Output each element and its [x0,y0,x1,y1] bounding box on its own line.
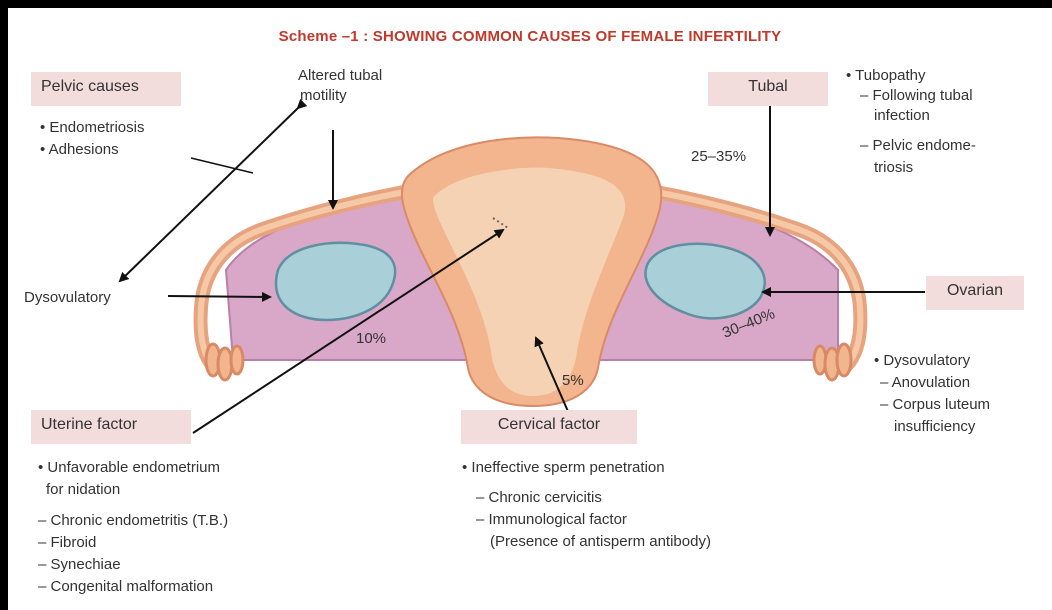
uterine-item: – Synechiae [38,555,121,575]
tubal-item: – Pelvic endome- [860,136,976,156]
diagram-frame: Scheme –1 : SHOWING COMMON CAUSES OF FEM… [8,8,1052,610]
tubal-item: triosis [874,158,913,178]
altered-tubal-label: Altered tubal [298,66,382,86]
ovarian-item: insufficiency [894,417,975,437]
uterine-item: – Congenital malformation [38,577,213,597]
ovarian-item: – Anovulation [880,373,970,393]
cervical-item: – Chronic cervicitis [476,488,602,508]
ovarian-item: – Corpus luteum [880,395,990,415]
dysovulatory-label: Dysovulatory [24,288,111,308]
pelvic-causes-label: Pelvic causes [31,72,181,106]
tubal-item: • Tubopathy [846,66,925,86]
tubal-item: – Following tubal [860,86,973,106]
ovarian-item: • Dysovulatory [874,351,970,371]
tubal-label: Tubal [708,72,828,106]
pelvic-item: • Endometriosis [40,118,144,138]
uterine-percent: 10% [356,330,386,347]
left-fimbriae [206,344,243,380]
dysovulatory-arrow [168,296,270,297]
uterine-item: – Chronic endometritis (T.B.) [38,511,228,531]
cervical-item: – Immunological factor [476,510,627,530]
cervical-percent: 5% [562,372,584,389]
tubal-item: infection [874,106,930,126]
uterine-item: • Unfavorable endometrium [38,458,220,478]
ovarian-label: Ovarian [926,276,1024,310]
cervical-item: • Ineffective sperm penetration [462,458,665,478]
uterine-factor-label: Uterine factor [31,410,191,444]
tubal-percent: 25–35% [691,148,746,165]
pelvic-item: • Adhesions [40,140,119,160]
right-fimbriae [814,344,851,380]
uterine-item: for nidation [46,480,120,500]
cervical-item: (Presence of antisperm antibody) [490,532,711,552]
cervical-factor-label: Cervical factor [461,410,637,444]
altered-tubal-label: motility [300,86,347,106]
diagram-title: Scheme –1 : SHOWING COMMON CAUSES OF FEM… [8,28,1052,45]
uterine-item: – Fibroid [38,533,96,553]
